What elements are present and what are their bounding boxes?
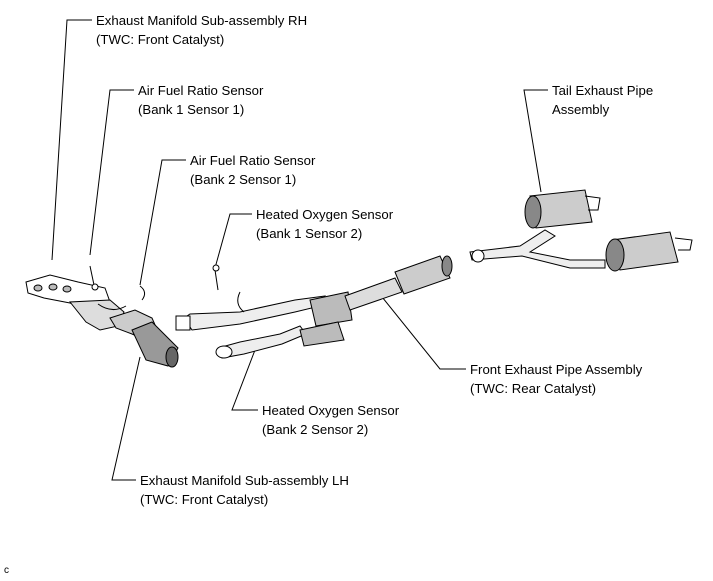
callout-manifold-rh-line2: (TWC: Front Catalyst): [96, 32, 225, 47]
leader-tail-pipe: [523, 89, 548, 193]
callout-af-sensor-bank1-sensor1: Air Fuel Ratio Sensor (Bank 1 Sensor 1): [138, 81, 263, 119]
callout-manifold-lh-line1: Exhaust Manifold Sub-assembly LH: [140, 473, 349, 488]
callout-ho2-b1s2-line1: Heated Oxygen Sensor: [256, 207, 394, 222]
callout-heated-oxygen-bank1-sensor2: Heated Oxygen Sensor (Bank 1 Sensor 2): [256, 205, 393, 243]
leader-manifold-lh: [111, 356, 141, 481]
callout-ho2-b1s2-line2: (Bank 1 Sensor 2): [256, 226, 363, 241]
leader-front-pipe: [377, 291, 466, 370]
front-exhaust-pipe: [175, 255, 453, 359]
figure-code: c: [4, 565, 9, 576]
callout-exhaust-manifold-lh: Exhaust Manifold Sub-assembly LH (TWC: F…: [140, 471, 349, 509]
leader-ho2-b1s2: [214, 213, 252, 269]
exhaust-manifold-lh: [109, 285, 179, 368]
callout-tail-pipe-line2: Assembly: [552, 102, 610, 117]
callout-ho2-b2s2-line1: Heated Oxygen Sensor: [262, 403, 400, 418]
callout-exhaust-manifold-rh: Exhaust Manifold Sub-assembly RH (TWC: F…: [96, 11, 307, 49]
leader-lines: [51, 19, 548, 481]
callout-front-pipe-line1: Front Exhaust Pipe Assembly: [470, 362, 643, 377]
callout-front-exhaust-pipe: Front Exhaust Pipe Assembly (TWC: Rear C…: [470, 360, 642, 398]
callout-manifold-lh-line2: (TWC: Front Catalyst): [140, 492, 269, 507]
exhaust-manifold-rh: [25, 265, 127, 331]
callout-manifold-rh-line1: Exhaust Manifold Sub-assembly RH: [96, 13, 308, 28]
leader-ho2-b2s2: [231, 349, 258, 411]
callout-af-sensor-bank2-sensor1: Air Fuel Ratio Sensor (Bank 2 Sensor 1): [190, 151, 315, 189]
callout-af-b1s1-line1: Air Fuel Ratio Sensor: [138, 83, 264, 98]
callout-tail-exhaust-pipe: Tail Exhaust Pipe Assembly: [552, 81, 653, 119]
callout-af-b1s1-line2: (Bank 1 Sensor 1): [138, 102, 245, 117]
tail-exhaust-pipe: [469, 189, 693, 272]
callout-ho2-b2s2-line2: (Bank 2 Sensor 2): [262, 422, 369, 437]
callout-heated-oxygen-bank2-sensor2: Heated Oxygen Sensor (Bank 2 Sensor 2): [262, 401, 399, 439]
callout-af-b2s1-line1: Air Fuel Ratio Sensor: [190, 153, 316, 168]
leader-af-b1s1: [89, 89, 134, 256]
callout-af-b2s1-line2: (Bank 2 Sensor 1): [190, 172, 297, 187]
leader-manifold-rh: [51, 19, 92, 261]
callout-tail-pipe-line1: Tail Exhaust Pipe: [552, 83, 654, 98]
leader-af-b2s1: [139, 159, 186, 286]
callout-front-pipe-line2: (TWC: Rear Catalyst): [470, 381, 597, 396]
